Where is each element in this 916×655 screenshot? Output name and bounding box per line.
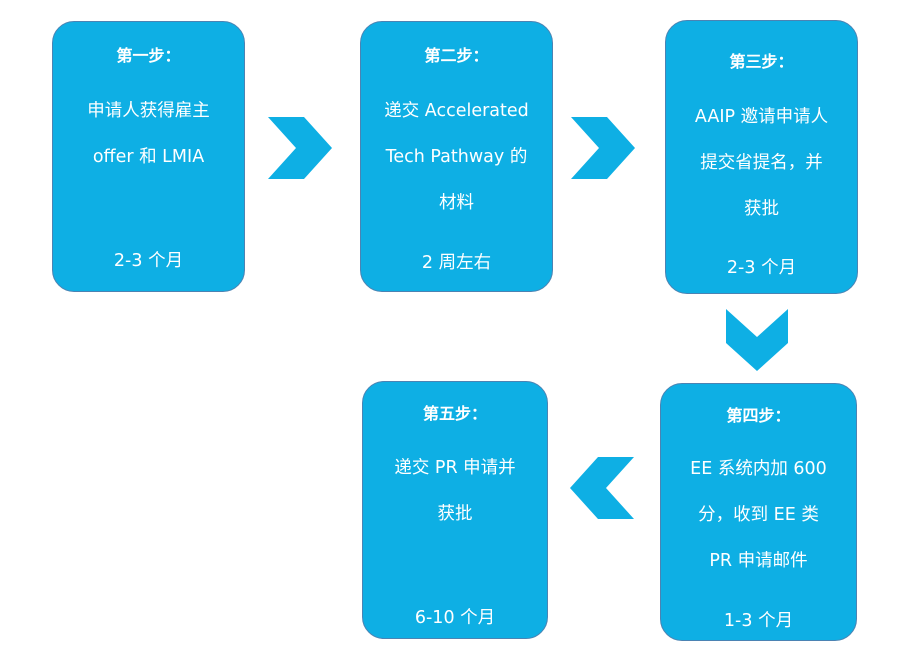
step-5-time: 6-10 个月 bbox=[414, 608, 496, 628]
step-3-desc-line-3: 获批 bbox=[744, 199, 779, 219]
step-2-desc-line-3: 材料 bbox=[439, 193, 474, 213]
step-4-time: 1-3 个月 bbox=[723, 611, 794, 631]
step-2-box: 第二步： 递交 Accelerated Tech Pathway 的 材料 2 … bbox=[360, 21, 553, 292]
step-5-desc-line-1: 递交 PR 申请并 bbox=[394, 458, 516, 478]
arrow-right-1-shape bbox=[268, 117, 332, 179]
step-4-desc-line-1: EE 系统内加 600 bbox=[690, 459, 827, 479]
arrow-left-shape bbox=[570, 457, 634, 519]
arrow-right-2 bbox=[571, 117, 635, 179]
step-1-title: 第一步： bbox=[116, 46, 181, 65]
step-1-desc-line-1: 申请人获得雇主 bbox=[87, 101, 210, 121]
step-3-desc: AAIP 邀请申请人 提交省提名，并 获批 bbox=[674, 94, 849, 232]
step-4-desc-line-3: PR 申请邮件 bbox=[709, 551, 808, 571]
step-3-desc-line-1: AAIP 邀请申请人 bbox=[694, 107, 829, 127]
step-1-desc-line-2: offer 和 LMIA bbox=[92, 147, 205, 167]
step-2-desc-line-1: 递交 Accelerated bbox=[384, 101, 529, 121]
arrow-down-shape bbox=[726, 309, 788, 371]
step-2-desc-line-2: Tech Pathway 的 bbox=[385, 147, 528, 167]
arrow-right-1 bbox=[268, 117, 332, 179]
step-3-title: 第三步： bbox=[729, 52, 794, 71]
step-4-desc-line-2: 分，收到 EE 类 bbox=[698, 505, 819, 525]
step-2-title: 第二步： bbox=[424, 46, 489, 65]
arrow-right-2-shape bbox=[571, 117, 635, 179]
step-3-box: 第三步： AAIP 邀请申请人 提交省提名，并 获批 2-3 个月 bbox=[665, 20, 858, 294]
step-5-title: 第五步： bbox=[422, 404, 487, 423]
step-1-desc: 申请人获得雇主 offer 和 LMIA bbox=[61, 88, 236, 180]
step-4-title: 第四步： bbox=[726, 406, 791, 425]
step-5-box: 第五步： 递交 PR 申请并 获批 6-10 个月 bbox=[362, 381, 548, 639]
step-2-time: 2 周左右 bbox=[421, 253, 492, 273]
arrow-down bbox=[726, 309, 788, 371]
step-1-time: 2-3 个月 bbox=[113, 251, 184, 271]
step-2-desc: 递交 Accelerated Tech Pathway 的 材料 bbox=[369, 88, 544, 226]
step-5-desc-line-2: 获批 bbox=[437, 504, 473, 524]
step-4-desc: EE 系统内加 600 分，收到 EE 类 PR 申请邮件 bbox=[669, 446, 848, 584]
step-5-desc: 递交 PR 申请并 获批 bbox=[371, 445, 539, 537]
step-1-box: 第一步： 申请人获得雇主 offer 和 LMIA 2-3 个月 bbox=[52, 21, 245, 292]
arrow-left bbox=[570, 457, 634, 519]
step-4-box: 第四步： EE 系统内加 600 分，收到 EE 类 PR 申请邮件 1-3 个… bbox=[660, 383, 857, 641]
step-3-desc-line-2: 提交省提名，并 bbox=[700, 153, 823, 173]
step-3-time: 2-3 个月 bbox=[726, 258, 797, 278]
